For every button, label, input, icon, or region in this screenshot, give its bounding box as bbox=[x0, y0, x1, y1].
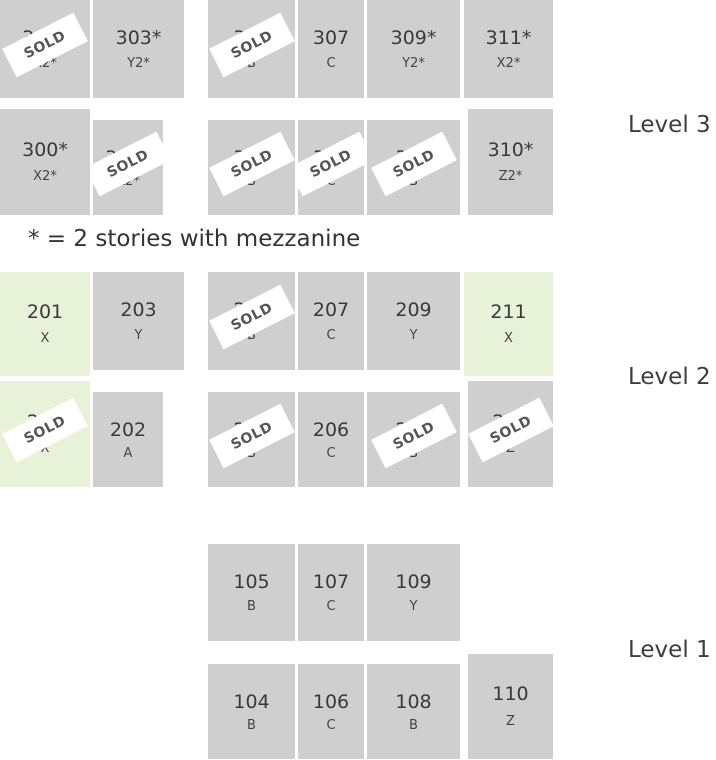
unit-number: 107 bbox=[312, 571, 350, 594]
unit-type: B bbox=[247, 55, 256, 71]
unit-number: 202 bbox=[109, 418, 147, 441]
unit-200[interactable]: 200 X SOLD bbox=[0, 381, 90, 487]
unit-105[interactable]: 105 B bbox=[208, 544, 295, 641]
unit-type: C bbox=[326, 327, 336, 343]
unit-108[interactable]: 108 B bbox=[367, 664, 460, 759]
unit-number: 110 bbox=[492, 683, 529, 706]
unit-306[interactable]: 306 C SOLD bbox=[298, 120, 364, 215]
unit-type: X bbox=[40, 331, 50, 347]
unit-type: C bbox=[326, 718, 336, 734]
level-3-label: Level 3 bbox=[628, 112, 711, 138]
unit-number: 309* bbox=[390, 27, 437, 50]
unit-106[interactable]: 106 C bbox=[298, 664, 364, 759]
unit-201[interactable]: 201 X bbox=[0, 272, 90, 376]
unit-204[interactable]: 204 B SOLD bbox=[208, 392, 295, 487]
unit-210[interactable]: 210 Z SOLD bbox=[468, 381, 553, 487]
unit-number: 209 bbox=[395, 299, 432, 322]
unit-207[interactable]: 207 C bbox=[298, 272, 364, 370]
unit-206[interactable]: 206 C bbox=[298, 392, 364, 487]
unit-104[interactable]: 104 B bbox=[208, 664, 295, 759]
unit-109[interactable]: 109 Y bbox=[367, 544, 460, 641]
unit-307[interactable]: 307 C bbox=[298, 0, 364, 98]
unit-type: X bbox=[504, 331, 513, 347]
unit-308[interactable]: 308 B SOLD bbox=[367, 120, 460, 215]
unit-302[interactable]: 302* A2* SOLD bbox=[93, 120, 163, 215]
unit-209[interactable]: 209 Y bbox=[367, 272, 460, 370]
unit-202[interactable]: 202 A bbox=[93, 392, 163, 487]
mezzanine-note: * = 2 stories with mezzanine bbox=[28, 226, 361, 252]
unit-type: C bbox=[326, 599, 336, 615]
unit-type: Y2* bbox=[127, 55, 150, 71]
unit-205[interactable]: 205 B SOLD bbox=[208, 272, 295, 370]
level-1-label: Level 1 bbox=[628, 637, 711, 663]
unit-number: 105 bbox=[233, 571, 270, 594]
unit-208[interactable]: 208 B SOLD bbox=[367, 392, 460, 487]
unit-type: A bbox=[123, 446, 133, 462]
unit-type: X bbox=[40, 441, 50, 457]
unit-type: C bbox=[326, 55, 336, 71]
unit-type: Z bbox=[506, 441, 515, 457]
unit-number: 206 bbox=[312, 418, 350, 441]
unit-type: B bbox=[247, 327, 256, 343]
level-2-label: Level 2 bbox=[628, 364, 711, 390]
unit-type: Z2* bbox=[498, 169, 523, 185]
unit-number: 201 bbox=[26, 301, 64, 324]
unit-number: 203 bbox=[120, 299, 157, 322]
unit-310[interactable]: 310* Z2* bbox=[468, 109, 553, 215]
unit-type: C bbox=[326, 446, 336, 462]
unit-304[interactable]: 304 B SOLD bbox=[208, 120, 295, 215]
unit-number: 311* bbox=[485, 27, 532, 50]
unit-type: X2* bbox=[496, 55, 521, 71]
unit-311[interactable]: 311* X2* bbox=[464, 0, 553, 98]
unit-number: 303* bbox=[115, 27, 162, 50]
unit-type: Z bbox=[506, 713, 515, 729]
unit-number: 104 bbox=[233, 690, 270, 713]
unit-number: 106 bbox=[312, 690, 350, 713]
unit-number: 307 bbox=[312, 27, 350, 50]
unit-number: 207 bbox=[312, 299, 350, 322]
unit-type: Y bbox=[409, 327, 418, 343]
unit-203[interactable]: 203 Y bbox=[93, 272, 184, 370]
unit-type: Y bbox=[134, 327, 143, 343]
unit-type: X2* bbox=[33, 169, 57, 185]
unit-number: 211 bbox=[490, 301, 527, 324]
unit-301[interactable]: 301* X2* SOLD bbox=[0, 0, 90, 98]
unit-305[interactable]: 305 B SOLD bbox=[208, 0, 295, 98]
unit-type: B bbox=[247, 599, 256, 615]
unit-309[interactable]: 309* Y2* bbox=[367, 0, 460, 98]
unit-type: Y bbox=[409, 599, 418, 615]
unit-number: 300* bbox=[22, 138, 68, 161]
unit-300[interactable]: 300* X2* bbox=[0, 109, 90, 215]
unit-type: B bbox=[409, 718, 418, 734]
unit-type: Y2* bbox=[402, 55, 425, 71]
unit-number: 108 bbox=[395, 690, 432, 713]
unit-211[interactable]: 211 X bbox=[464, 272, 553, 376]
unit-type: B bbox=[247, 718, 256, 734]
unit-110[interactable]: 110 Z bbox=[468, 654, 553, 759]
unit-107[interactable]: 107 C bbox=[298, 544, 364, 641]
unit-number: 310* bbox=[487, 138, 534, 161]
unit-303[interactable]: 303* Y2* bbox=[93, 0, 184, 98]
unit-number: 109 bbox=[395, 571, 432, 594]
